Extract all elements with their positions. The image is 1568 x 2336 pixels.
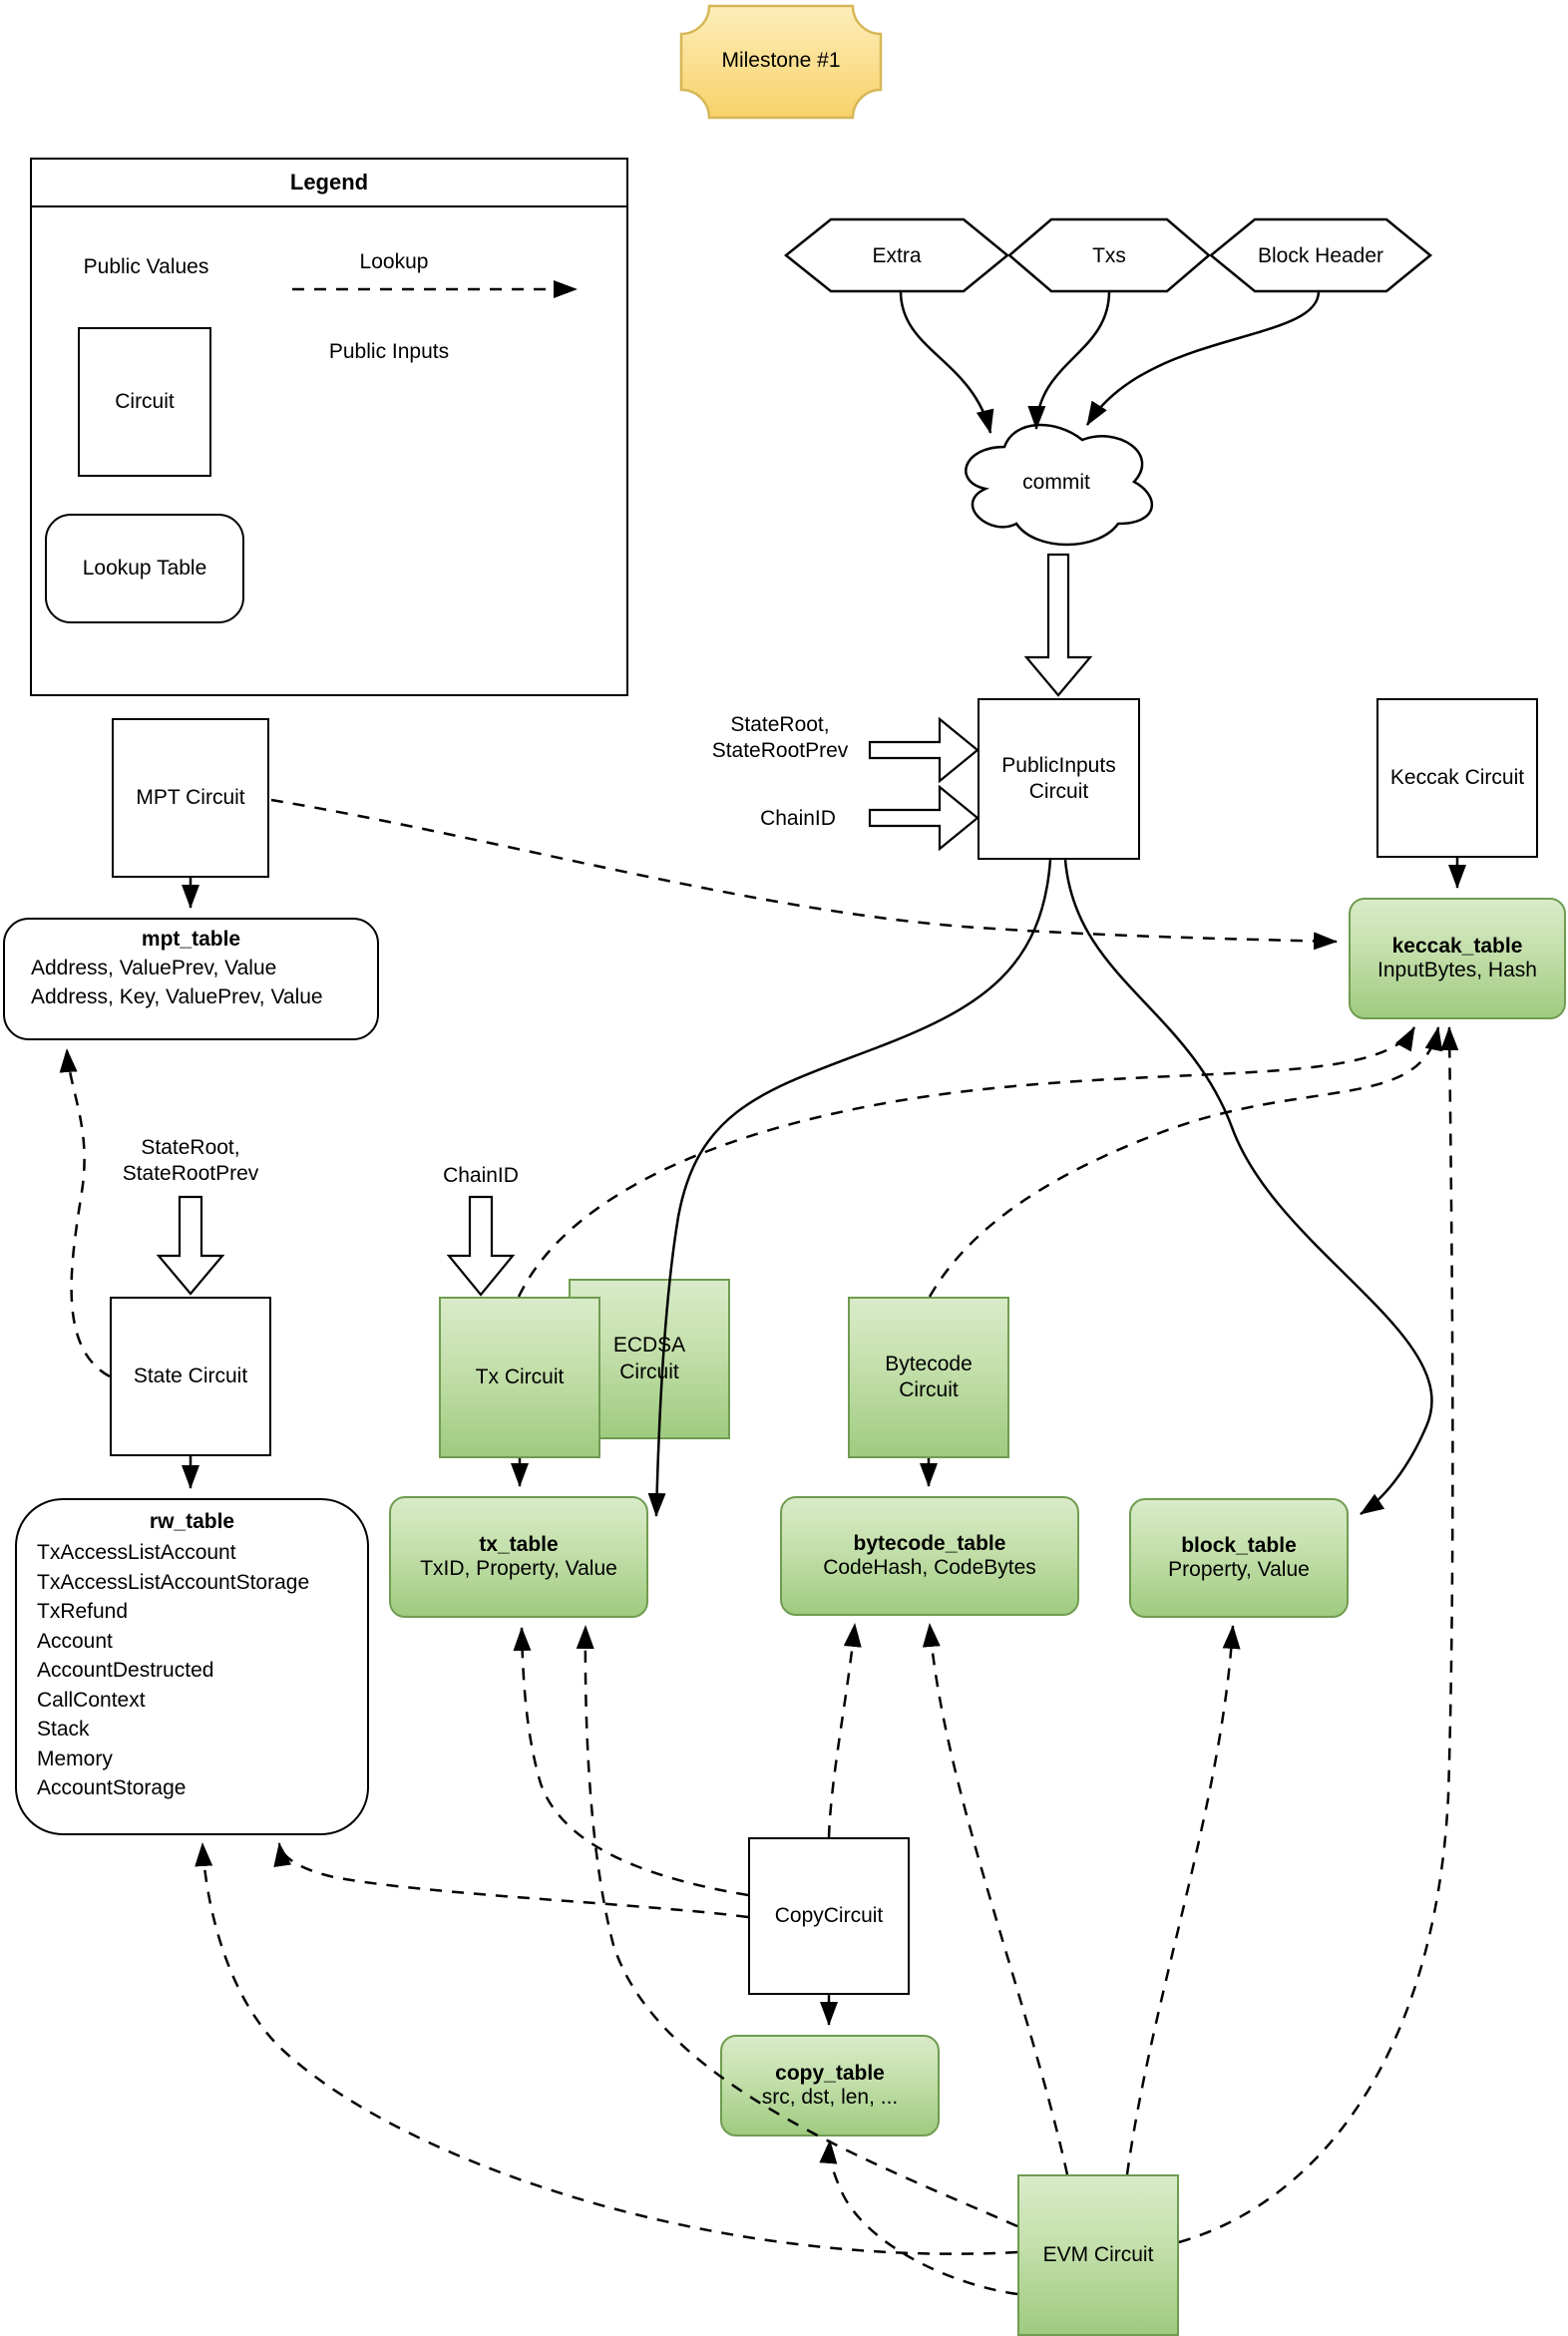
- lookup-evm-to-bytecode-table: [922, 1623, 1069, 2175]
- hexagon-txs-label: Txs: [1092, 244, 1126, 267]
- legend-public-values-label: Public Values: [83, 255, 209, 278]
- rw-table-title: rw_table: [149, 1510, 235, 1533]
- lookup-evm-to-copy-table: [819, 2140, 1018, 2296]
- tx-table-row: TxID, Property, Value: [420, 1557, 617, 1580]
- rw-table-row: AccountDestructed: [37, 1659, 214, 1682]
- rw-table: rw_table TxAccessListAccount TxAccessLis…: [15, 1498, 369, 1835]
- stateroot-state-label: StateRoot, StateRootPrev: [122, 1136, 259, 1185]
- stateroot-publicinputs-label: StateRoot, StateRootPrev: [711, 713, 849, 762]
- mpt-table-row: Address, ValuePrev, Value: [31, 957, 277, 979]
- copy-table-row: src, dst, len, ...: [761, 2086, 899, 2109]
- rw-table-row: Stack: [37, 1718, 90, 1741]
- legend-circuit-shape: Circuit: [78, 327, 211, 477]
- block-arrow-chainid-to-publicinputs: [868, 784, 980, 852]
- bytecode-table: bytecode_table CodeHash, CodeBytes: [780, 1496, 1079, 1616]
- mpt-table-title: mpt_table: [141, 928, 241, 951]
- evm-circuit: EVM Circuit: [1017, 2174, 1179, 2336]
- block-table-row: Property, Value: [1168, 1558, 1310, 1581]
- legend-title: Legend: [32, 160, 626, 207]
- rw-table-row: CallContext: [37, 1688, 146, 1712]
- legend-public-inputs-label: Public Inputs: [328, 340, 450, 363]
- milestone-label: Milestone #1: [721, 49, 841, 72]
- tx-table-title: tx_table: [479, 1533, 559, 1556]
- public-inputs-circuit: PublicInputs Circuit: [978, 698, 1140, 860]
- legend-lookup-label: Lookup: [359, 250, 429, 273]
- legend-lookup-table-shape: Lookup Table: [45, 514, 244, 623]
- commit-label: commit: [1022, 471, 1090, 494]
- tx-circuit: Tx Circuit: [439, 1297, 600, 1458]
- state-circuit: State Circuit: [110, 1297, 271, 1456]
- block-table: block_table Property, Value: [1129, 1498, 1349, 1618]
- chainid-tx-label: ChainID: [443, 1164, 519, 1187]
- lookup-copy-to-bytecode-table: [827, 1623, 862, 1838]
- keccak-table-title: keccak_table: [1391, 935, 1523, 958]
- keccak-table: keccak_table InputBytes, Hash: [1349, 898, 1566, 1019]
- copy-table-title: copy_table: [775, 2062, 885, 2085]
- lookup-tx-to-keccak-table: [517, 1026, 1416, 1298]
- block-arrow-stateroot-to-publicinputs: [868, 716, 980, 784]
- lookup-copy-to-rw-table: [273, 1842, 749, 1919]
- bytecode-table-row: CodeHash, CodeBytes: [823, 1556, 1036, 1579]
- block-arrow-chainid-to-tx: [446, 1195, 516, 1297]
- mpt-circuit: MPT Circuit: [112, 718, 269, 878]
- arrow-extra-to-commit: [899, 290, 994, 434]
- rw-table-row: TxAccessListAccountStorage: [37, 1570, 310, 1594]
- lookup-copy-to-tx-table: [513, 1627, 749, 1897]
- block-arrow-commit-to-publicinputs: [1023, 553, 1093, 697]
- bytecode-circuit: Bytecode Circuit: [848, 1297, 1009, 1458]
- block-arrow-stateroot-to-state: [156, 1195, 225, 1296]
- lookup-evm-to-block-table: [1125, 1625, 1241, 2175]
- hexagon-block-header-label: Block Header: [1257, 244, 1384, 267]
- mpt-table: mpt_table Address, ValuePrev, Value Addr…: [3, 918, 379, 1040]
- rw-table-row: TxRefund: [37, 1600, 129, 1623]
- arrow-blockheader-to-commit: [1085, 290, 1321, 426]
- copy-table: copy_table src, dst, len, ...: [720, 2035, 940, 2137]
- lookup-bytecode-to-keccak-table: [928, 1026, 1443, 1298]
- lookup-state-to-mpt-table: [59, 1048, 111, 1378]
- rw-table-row: Memory: [37, 1747, 113, 1770]
- rw-table-row: AccountStorage: [37, 1776, 187, 1799]
- chainid-publicinputs-label: ChainID: [760, 807, 836, 830]
- arrow-txs-to-commit: [1027, 290, 1111, 430]
- mpt-table-row: Address, Key, ValuePrev, Value: [31, 985, 323, 1008]
- copy-circuit: CopyCircuit: [748, 1837, 910, 1995]
- rw-table-row: TxAccessListAccount: [37, 1541, 236, 1564]
- bytecode-table-title: bytecode_table: [853, 1532, 1006, 1555]
- hexagon-extra-label: Extra: [872, 244, 922, 267]
- tx-table: tx_table TxID, Property, Value: [389, 1496, 648, 1618]
- keccak-table-row: InputBytes, Hash: [1377, 959, 1537, 981]
- lookup-evm-to-keccak-table: [1178, 1026, 1459, 2244]
- block-table-title: block_table: [1181, 1534, 1297, 1557]
- rw-table-row: Account: [37, 1629, 113, 1653]
- keccak-circuit: Keccak Circuit: [1376, 698, 1538, 858]
